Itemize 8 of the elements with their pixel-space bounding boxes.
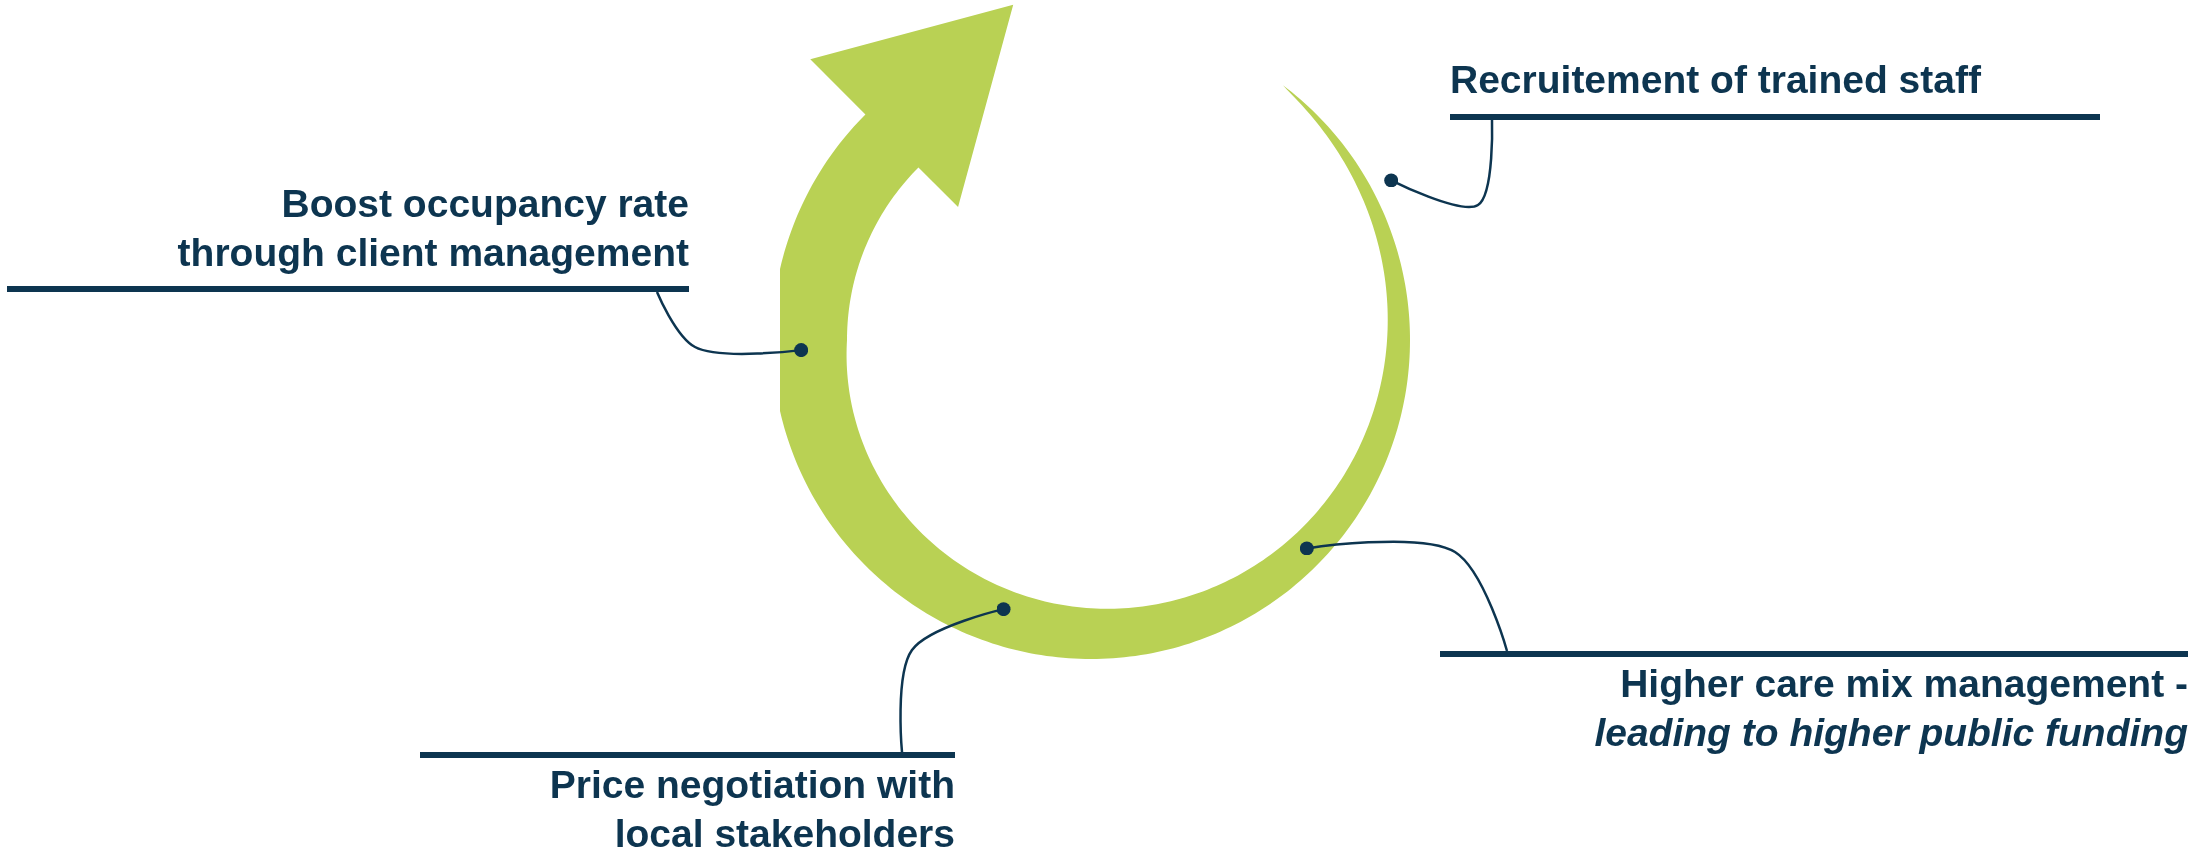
caption-text: Recruitement of trained staff (1450, 57, 1982, 103)
leader-line (899, 602, 1011, 753)
caption-text: Boost occupancy rate through client management (176, 181, 689, 276)
leader-line (1299, 540, 1509, 652)
caption-text: Price negotiation with local stakeholders (548, 762, 955, 857)
caption-text: Higher care mix management - leading to higher public funding (1593, 661, 2188, 756)
leader-line (1384, 119, 1494, 209)
leader-line (655, 291, 809, 358)
